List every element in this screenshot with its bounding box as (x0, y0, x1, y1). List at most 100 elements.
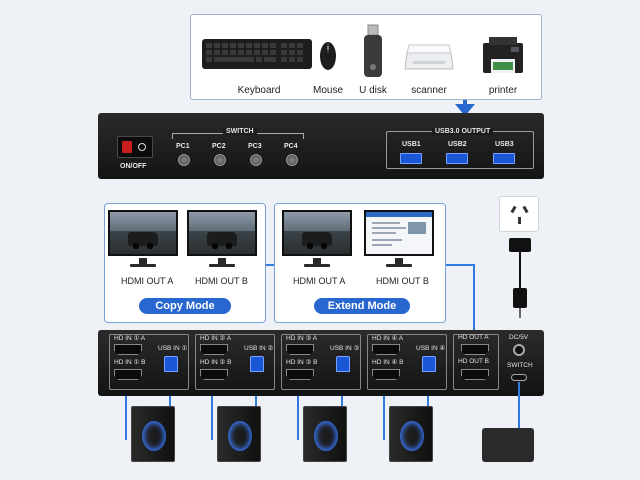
usb1-label: USB1 (402, 141, 421, 148)
peripherals-panel: Keyboard Mouse U disk scanner printer (190, 14, 542, 100)
hdmi-cable (211, 396, 213, 440)
usb-in-3-label: USB IN ③ (330, 345, 360, 352)
keyboard-icon (202, 39, 312, 69)
input-group-4 (367, 334, 447, 390)
remote-switch-keypad[interactable] (482, 428, 534, 462)
power-cable (519, 252, 521, 288)
hd-in-3b-label: HD IN ③ B (286, 359, 318, 366)
usb-drive-label: U disk (359, 85, 387, 96)
pc3-label: PC3 (248, 143, 262, 150)
power-circle-icon (138, 143, 146, 151)
usb-in-4-port[interactable] (422, 356, 436, 372)
hdmi-cable (383, 396, 385, 440)
input-group-1 (109, 334, 189, 390)
output-group (453, 334, 499, 390)
monitor-foot (209, 264, 235, 267)
usb-in-1-port[interactable] (164, 356, 178, 372)
vehicle-image (302, 232, 332, 249)
monitor-b-copy (187, 210, 257, 256)
monitor-stand (139, 258, 147, 264)
hdmi-cable (125, 396, 127, 440)
copy-monitor-b-label: HDMI OUT B (195, 276, 248, 286)
switch-port-label: SWITCH (507, 362, 533, 369)
monitor-stand (395, 258, 403, 264)
monitor-foot (130, 264, 156, 267)
hdmi-in-3b-port[interactable] (286, 369, 314, 380)
power-adapter-plug (509, 238, 531, 252)
hdmi-out-a-port[interactable] (461, 344, 489, 355)
printer-label: printer (488, 85, 518, 96)
monitor-stand (313, 258, 321, 264)
usb2-label: USB2 (448, 141, 467, 148)
monitor-b-extend (364, 210, 434, 256)
dc-label: DC/5V (509, 334, 529, 341)
keyboard-label: Keyboard (237, 85, 281, 96)
vehicle-image (128, 232, 158, 249)
monitor-a-copy (108, 210, 178, 256)
usb1-port[interactable] (400, 153, 422, 164)
usb2-port[interactable] (446, 153, 468, 164)
pc3-button[interactable] (250, 154, 262, 166)
hdmi-in-4b-port[interactable] (372, 369, 400, 380)
extend-monitor-a-label: HDMI OUT A (293, 276, 346, 286)
monitor-a-extend (282, 210, 352, 256)
hd-in-2a-label: HD IN ② A (200, 335, 232, 342)
pc4-button[interactable] (286, 154, 298, 166)
pc4-label: PC4 (284, 143, 298, 150)
usb-in-4-label: USB IN ④ (416, 345, 446, 352)
pc-tower-icon (389, 406, 433, 462)
pc1-button[interactable] (178, 154, 190, 166)
hdmi-out-b-port[interactable] (461, 369, 489, 380)
usb-drive-icon (364, 24, 382, 77)
pc2-label: PC2 (212, 143, 226, 150)
printer-icon (483, 37, 523, 73)
switch-usbc-port[interactable] (511, 374, 527, 381)
wall-outlet (499, 196, 539, 232)
power-plug-tip (519, 308, 521, 318)
mouse-icon (320, 42, 336, 70)
hd-in-3a-label: HD IN ③ A (286, 335, 318, 342)
copy-monitor-a-label: HDMI OUT A (121, 276, 174, 286)
power-switch[interactable] (117, 136, 153, 158)
hd-in-1b-label: HD IN ① B (114, 359, 146, 366)
hdmi-in-3a-port[interactable] (286, 344, 314, 355)
power-rocker-icon (122, 141, 132, 153)
hdmi-out-cable (473, 264, 475, 330)
usb-in-3-port[interactable] (336, 356, 350, 372)
hd-in-4b-label: HD IN ④ B (372, 359, 404, 366)
mode-link-line (266, 264, 274, 266)
hd-in-2b-label: HD IN ② B (200, 359, 232, 366)
usb-in-2-label: USB IN ② (244, 345, 274, 352)
hdmi-cable (297, 396, 299, 440)
hdmi-in-2a-port[interactable] (200, 344, 228, 355)
extend-monitor-b-label: HDMI OUT B (376, 276, 429, 286)
pc-tower-icon (217, 406, 261, 462)
pc2-button[interactable] (214, 154, 226, 166)
hdmi-in-1b-port[interactable] (114, 369, 142, 380)
hdmi-in-1a-port[interactable] (114, 344, 142, 355)
input-group-2 (195, 334, 275, 390)
scanner-icon (404, 44, 454, 70)
copy-mode-label: Copy Mode (139, 298, 231, 314)
hd-in-4a-label: HD IN ④ A (372, 335, 404, 342)
dc-power-port[interactable] (513, 344, 525, 356)
switch-title: SWITCH (223, 128, 257, 135)
pc-tower-icon (131, 406, 175, 462)
monitor-foot (386, 264, 412, 267)
monitor-stand (218, 258, 226, 264)
usb3-label: USB3 (495, 141, 514, 148)
usb3-port[interactable] (493, 153, 515, 164)
extend-mode-label: Extend Mode (314, 298, 410, 314)
hdmi-in-2b-port[interactable] (200, 369, 228, 380)
power-plug-head (513, 288, 527, 308)
hd-in-1a-label: HD IN ① A (114, 335, 146, 342)
hdmi-in-4a-port[interactable] (372, 344, 400, 355)
switch-cable (518, 382, 520, 430)
mode-link-line (446, 264, 474, 266)
hd-out-a-label: HD OUT A (458, 334, 489, 341)
vehicle-image (207, 232, 237, 249)
input-group-3 (281, 334, 361, 390)
usb-in-2-port[interactable] (250, 356, 264, 372)
usb-output-title: USB3.0 OUTPUT (432, 128, 494, 135)
pc-tower-icon (303, 406, 347, 462)
